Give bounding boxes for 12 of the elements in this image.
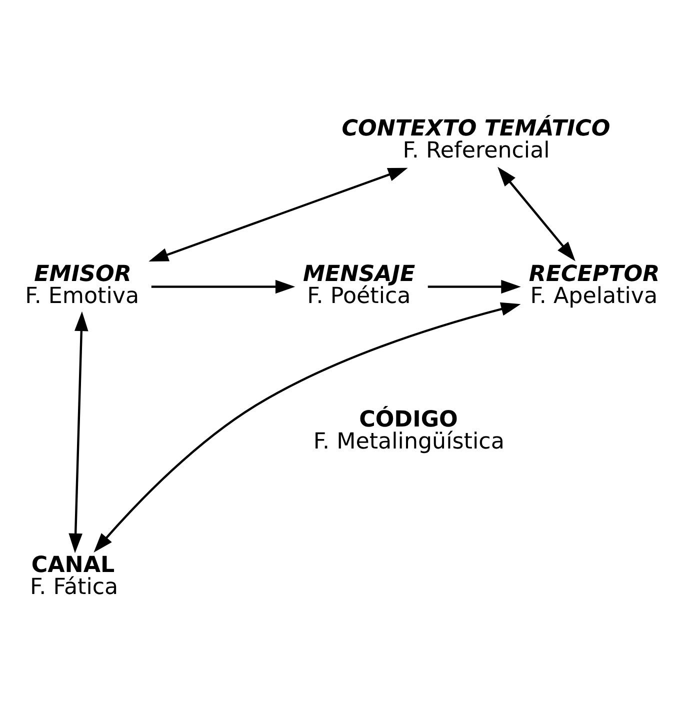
node-text: RECEPTOR F. Apelativa [528,260,660,310]
node-text: CANAL F. Fática [30,552,118,600]
label: F. Metalingüística [313,428,504,455]
arrow [498,166,576,262]
arrow [68,311,88,554]
node-text: CONTEXTO TEMÁTICO F. Referencial [342,115,610,164]
node-text: MENSAJE F. Poética [302,260,416,310]
arrow [94,302,521,553]
arrow [148,168,408,262]
arrow [428,280,521,294]
arrow [151,280,296,294]
node-text: EMISOR F. Emotiva [25,260,140,310]
